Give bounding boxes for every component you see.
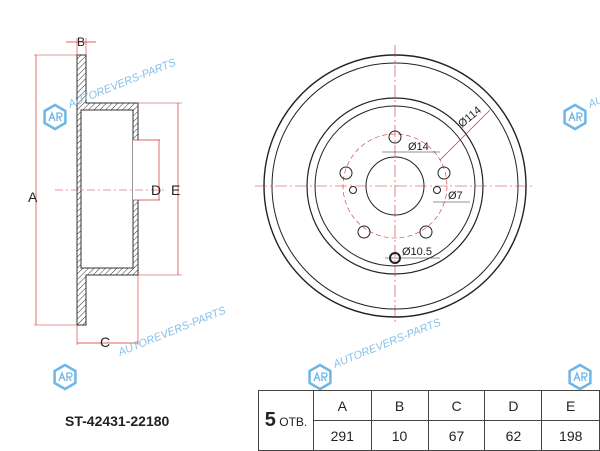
logo-icon	[43, 103, 67, 131]
label-hole: Ø14	[408, 141, 429, 153]
header-b: B	[370, 390, 429, 421]
logo-icon	[308, 363, 332, 391]
header-c: C	[427, 390, 486, 421]
logo-icon	[563, 103, 587, 131]
label-d: D	[151, 182, 161, 198]
watermark-text: AUTOREVERS-PARTS	[586, 56, 600, 111]
watermark-text: AUTOREVERS-PARTS	[116, 304, 229, 359]
label-b: B	[77, 35, 85, 49]
value-b: 10	[370, 420, 429, 451]
front-view	[255, 45, 535, 325]
holes-count: 5	[264, 409, 276, 431]
label-c: C	[100, 334, 110, 350]
holes-count-cell: 5 ОТВ.	[257, 390, 315, 451]
holes-unit: ОТВ.	[279, 415, 308, 429]
logo-icon	[568, 363, 592, 391]
value-e: 198	[541, 420, 600, 451]
cross-section-view: A B C D E	[28, 35, 182, 350]
value-d: 62	[484, 420, 543, 451]
label-e: E	[171, 182, 180, 198]
label-pcd: Ø114	[456, 104, 484, 130]
header-e: E	[541, 390, 600, 421]
value-c: 67	[427, 420, 486, 451]
logo-icon	[53, 363, 77, 391]
dimensions-table: 5 ОТВ. A B C D E 291 10 67 62 198	[257, 390, 600, 451]
label-bottom-hole: Ø10.5	[402, 246, 432, 258]
value-a: 291	[313, 420, 372, 451]
label-a: A	[28, 189, 38, 205]
header-a: A	[313, 390, 372, 421]
part-number: ST-42431-22180	[65, 413, 170, 429]
header-d: D	[484, 390, 543, 421]
label-small-hole: Ø7	[448, 190, 463, 202]
watermark-text: AUTOREVERS-PARTS	[331, 316, 444, 371]
